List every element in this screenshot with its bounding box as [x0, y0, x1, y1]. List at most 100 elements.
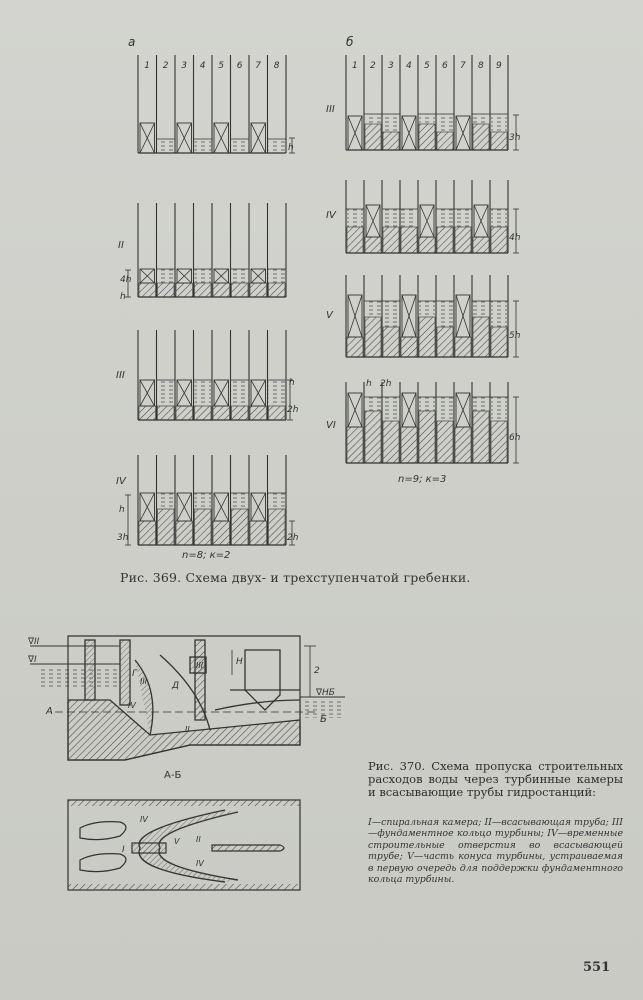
fig370-plan-section — [67, 799, 301, 891]
gate-box — [213, 379, 229, 407]
hatched-fill — [472, 410, 490, 464]
hatched-fill — [194, 405, 212, 421]
label-section-ab: А-Б — [164, 770, 181, 781]
water-fill — [491, 209, 507, 227]
b-stage-label-3: III — [326, 104, 335, 115]
gate-cross — [365, 204, 381, 238]
a-row-1 — [137, 55, 287, 154]
gate-box — [139, 379, 155, 407]
water-fill — [268, 139, 285, 153]
gate-cross — [139, 492, 155, 522]
gate-cross — [455, 392, 471, 428]
a-column-label: 1 — [144, 61, 150, 71]
water-fill — [157, 380, 174, 406]
a-dim-r4-2h: 2h — [287, 533, 299, 543]
water-fill — [437, 209, 453, 227]
gate-box — [176, 122, 192, 154]
gate-cross — [347, 392, 363, 428]
label-h: Н — [236, 657, 243, 667]
hatched-fill — [364, 123, 382, 151]
water-fill — [365, 114, 381, 124]
panel-a-params: n=8; к=2 — [182, 550, 230, 561]
a-dim-r3-2h: 2h — [287, 405, 299, 415]
gate-box — [139, 122, 155, 154]
b-dim-r4-2h: 2h — [380, 379, 392, 389]
hatched-fill — [249, 520, 267, 546]
panel-b-stage-labels: III IV V VI — [326, 104, 337, 431]
gate-cross — [176, 268, 192, 284]
hatched-fill — [268, 405, 286, 421]
gate-cross — [176, 122, 192, 154]
hatched-fill — [400, 426, 418, 464]
gate-cross — [176, 492, 192, 522]
b-stage-label-5: V — [326, 310, 334, 321]
a-stage-label-3: III — [116, 370, 125, 381]
figure-370-caption-title: Рис. 370. Схема пропуска строительных ра… — [368, 759, 623, 799]
hatched-fill — [194, 508, 212, 546]
hatched-fill — [436, 326, 454, 358]
b-column-label: 7 — [460, 61, 466, 71]
hatched-fill — [212, 282, 230, 298]
b-column-label: 3 — [388, 61, 394, 71]
gate-box — [213, 122, 229, 154]
plan-label-i: I — [122, 845, 125, 855]
a-dim-r4-h: h — [119, 505, 125, 515]
hatched-fill — [346, 336, 364, 358]
a-dim-r1: h — [288, 143, 294, 153]
water-fill — [473, 301, 489, 317]
a-column-label: 4 — [200, 61, 206, 71]
hatched-fill — [382, 226, 400, 254]
gate-cross — [176, 379, 192, 407]
hatched-fill — [400, 226, 418, 254]
hatched-fill — [382, 420, 400, 464]
a-column-label: 3 — [181, 61, 187, 71]
a-column-label: 6 — [237, 61, 243, 71]
b-column-label: 2 — [370, 61, 376, 71]
hatched-fill — [175, 282, 193, 298]
gate-cross — [250, 379, 266, 407]
plan-label-ii: II — [196, 835, 201, 844]
water-fill — [194, 493, 211, 509]
a-dim-r3-h: h — [289, 378, 295, 388]
water-fill — [268, 269, 285, 283]
gate-cross — [419, 204, 435, 238]
hatched-fill — [157, 405, 175, 421]
hatched-fill — [454, 426, 472, 464]
panel-a-rows — [125, 55, 295, 546]
b-column-label: 1 — [352, 61, 358, 71]
water-fill — [268, 493, 285, 509]
a-column-label: 7 — [255, 61, 261, 71]
hatched-fill — [400, 336, 418, 358]
plan-label-iv-bot: IV — [196, 859, 204, 868]
gate-box — [176, 268, 192, 284]
label-a: А — [45, 706, 53, 717]
hatched-fill — [382, 131, 400, 151]
a-column-label: 2 — [163, 61, 169, 71]
gate-box — [419, 204, 435, 238]
a-dim-r4-3h: 3h — [117, 533, 129, 543]
hatched-fill — [490, 326, 508, 358]
hatched-fill — [436, 420, 454, 464]
gate-cross — [250, 492, 266, 522]
a-row-4 — [137, 455, 287, 546]
hatched-fill — [454, 226, 472, 254]
panel-b-dimension-labels: 3h 4h 5h 6h h 2h — [366, 133, 521, 443]
gate-box — [176, 379, 192, 407]
fig370-labels: ∇II ∇I ∇НБ А Б Г Д Н 2 III III IV II — [27, 637, 335, 734]
gate-cross — [347, 115, 363, 151]
hatched-fill — [346, 426, 364, 464]
plan-label-v: V — [174, 837, 180, 846]
label-ii: II — [185, 725, 190, 734]
label-b: Б — [320, 714, 327, 725]
label-level-i: ∇I — [27, 655, 37, 665]
hatched-fill — [212, 405, 230, 421]
b-dim-r4-h: h — [366, 379, 372, 389]
b-dim-r4: 6h — [509, 433, 521, 443]
b-dim-r1: 3h — [509, 133, 521, 143]
label-level-ii: ∇II — [27, 637, 40, 647]
water-fill — [383, 209, 399, 227]
gate-box — [347, 115, 363, 151]
gate-cross — [250, 268, 266, 284]
